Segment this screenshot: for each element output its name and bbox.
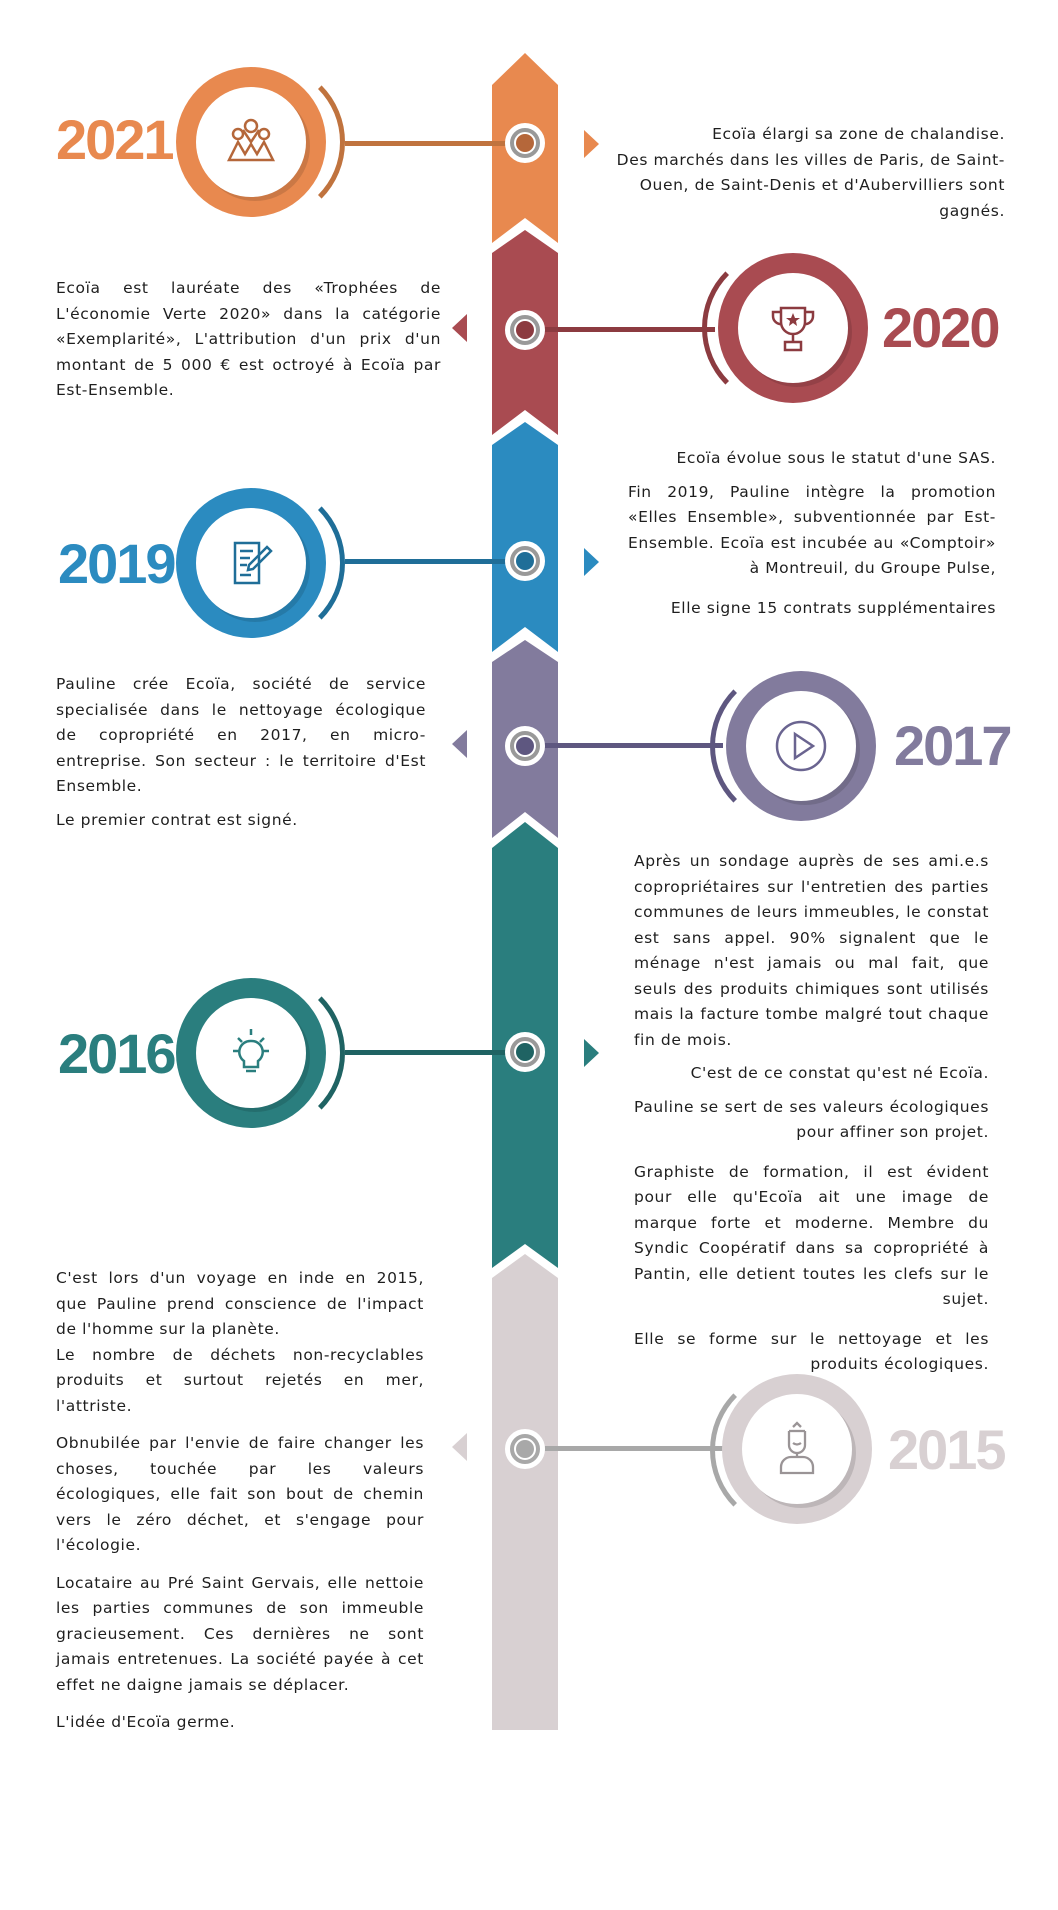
- year-2017-paragraph: Pauline crée Ecoïa, société de service s…: [56, 675, 426, 795]
- year-2017-node-ring: [510, 731, 540, 761]
- year-2015: 2015: [888, 1418, 1007, 1481]
- year-2020-arc: [702, 248, 862, 408]
- year-2020: 2020: [882, 296, 1001, 359]
- year-2016-connector: [345, 1050, 510, 1055]
- year-2016-pointer: [584, 1039, 599, 1067]
- year-2015-paragraph: L'idée d'Ecoïa germe.: [56, 1713, 236, 1731]
- year-2019-pointer: [584, 548, 599, 576]
- year-2016-paragraph: Graphiste de formation, il est évident p…: [634, 1162, 989, 1309]
- year-2019-paragraph: Elle signe 15 contrats supplémentaires: [670, 598, 996, 617]
- year-2021-arc: [185, 62, 345, 222]
- year-2020-ring-inner: [738, 273, 848, 383]
- year-2017-arc: [710, 666, 870, 826]
- year-2020-ring: [718, 253, 868, 403]
- year-2016-text: Après un sondage auprès de ses ami.e.s c…: [634, 849, 989, 1386]
- year-2016-paragraph: Pauline se sert de ses valeurs écologiqu…: [634, 1097, 989, 1142]
- year-2015-ring-inner: [742, 1394, 852, 1504]
- year-2021-pointer: [584, 130, 599, 158]
- year-2015-node: [505, 1429, 545, 1469]
- play-icon: [775, 720, 827, 772]
- year-2021-node-ring: [510, 128, 540, 158]
- year-2015-paragraph: Locataire au Pré Saint Gervais, elle net…: [56, 1573, 424, 1694]
- year-2021-paragraph: Ecoïa élargi sa zone de chalandise.: [712, 125, 1005, 143]
- trophy-icon: [771, 306, 815, 352]
- year-2020-node-ring: [510, 315, 540, 345]
- year-2021-connector: [345, 141, 510, 146]
- year-2017-pointer: [452, 730, 467, 758]
- year-2021: 2021: [56, 108, 175, 171]
- year-2015-node-ring: [510, 1434, 540, 1464]
- year-2020-paragraph: Ecoïa est lauréate des «Trophées de L'éc…: [56, 279, 441, 399]
- year-2019-paragraph: Ecoïa évolue sous le statut d'une SAS.: [676, 449, 996, 467]
- year-2020-pointer: [452, 314, 467, 342]
- year-2021-node: [505, 123, 545, 163]
- year-2016-paragraph: Elle se forme sur le nettoyage et les pr…: [634, 1329, 989, 1374]
- year-2019: 2019: [58, 532, 177, 595]
- year-2015-connector: [545, 1446, 723, 1451]
- year-2019-text: Ecoïa évolue sous le statut d'une SAS. F…: [628, 446, 996, 629]
- year-2021-text: Ecoïa élargi sa zone de chalandise. Des …: [605, 122, 1005, 232]
- year-2016-arc: [185, 973, 345, 1133]
- year-2020-text: Ecoïa est lauréate des «Trophées de L'éc…: [56, 276, 441, 412]
- year-2017-ring: [726, 671, 876, 821]
- year-2017-ring-inner: [746, 691, 856, 801]
- year-2016-paragraph: Après un sondage auprès de ses ami.e.s c…: [634, 852, 989, 1049]
- year-2016-node: [505, 1032, 545, 1072]
- year-2021-paragraph: Des marchés dans les villes de Paris, de…: [616, 150, 1005, 220]
- spine-segment-2019: [492, 422, 558, 652]
- year-2019-connector: [345, 559, 510, 564]
- year-2017-paragraph: Le premier contrat est signé.: [56, 810, 298, 829]
- year-2019-node-ring: [510, 546, 540, 576]
- year-2016: 2016: [58, 1022, 177, 1085]
- year-2019-paragraph: Fin 2019, Pauline intègre la promotion «…: [628, 482, 996, 578]
- year-2015-paragraph: C'est lors d'un voyage en inde en 2015, …: [56, 1269, 424, 1338]
- year-2017-connector: [545, 743, 723, 748]
- person-icon: [779, 1421, 815, 1475]
- spine-segment-2015: [492, 1254, 558, 1730]
- year-2015-pointer: [452, 1433, 467, 1461]
- year-2017: 2017: [894, 714, 1013, 777]
- year-2019-node: [505, 541, 545, 581]
- year-2017-node: [505, 726, 545, 766]
- year-2019-arc: [185, 483, 345, 643]
- year-2015-arc: [710, 1370, 870, 1530]
- year-2016-paragraph: C'est de ce constat qu'est né Ecoïa.: [690, 1064, 989, 1082]
- year-2015-ring: [722, 1374, 872, 1524]
- year-2015-paragraph: Obnubilée par l'envie de faire changer l…: [56, 1434, 424, 1554]
- year-2016-node-ring: [510, 1037, 540, 1067]
- year-2015-text: C'est lors d'un voyage en inde en 2015, …: [56, 1266, 424, 1744]
- year-2015-paragraph: Le nombre de déchets non-recyclables pro…: [56, 1345, 424, 1415]
- year-2017-text: Pauline crée Ecoïa, société de service s…: [56, 672, 426, 841]
- year-2020-connector: [545, 327, 715, 332]
- year-2020-node: [505, 310, 545, 350]
